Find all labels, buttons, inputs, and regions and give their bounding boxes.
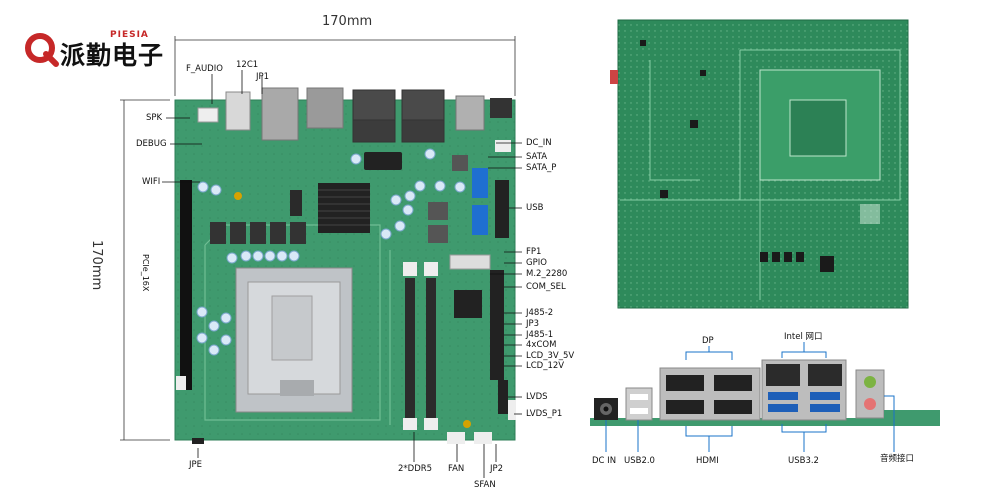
label-sata: SATA (526, 152, 548, 162)
label-j485-2: J485-2 (526, 308, 554, 318)
board-back (610, 19, 909, 309)
label-fp1: FP1 (526, 247, 542, 257)
label-f-audio: F_AUDIO (186, 64, 223, 74)
io-label-usb3: USB3.2 (788, 456, 819, 466)
board-front (174, 87, 516, 444)
label-j485-1: J485-1 (526, 330, 554, 340)
label-sata-p: SATA_P (526, 163, 557, 173)
label-pcie: PCIe_16X (141, 254, 150, 292)
io-label-audio: 音频接口 (880, 454, 915, 464)
label-4xcom: 4xCOM (526, 340, 557, 350)
label-debug: DEBUG (136, 139, 167, 149)
brand-name-cn: 派勤电子 (60, 41, 165, 70)
label-wifi: WIFI (142, 177, 161, 187)
io-label-lan: Intel 网口 (784, 332, 823, 342)
io-leader-lines (605, 342, 895, 452)
io-label-dcin: DC IN (592, 456, 617, 466)
io-side-view (590, 359, 940, 426)
io-label-usb2: USB2.0 (624, 456, 655, 466)
label-12c1: 12C1 (236, 60, 259, 70)
label-dc-in: DC_IN (526, 138, 552, 148)
label-spk: SPK (146, 113, 163, 123)
dimension-lines (120, 36, 516, 441)
logo-mark-icon (25, 33, 59, 67)
io-label-hdmi: HDMI (696, 456, 719, 466)
label-lcd-12v: LCD_12V (526, 361, 565, 371)
io-label-dp: DP (702, 336, 714, 346)
label-lvds-p1: LVDS_P1 (526, 409, 563, 419)
front-leader-lines (162, 70, 522, 478)
height-dimension-label: 170mm (89, 240, 104, 291)
label-lvds: LVDS (526, 392, 548, 402)
label-lcd-3v5v: LCD_3V_5V (526, 351, 575, 361)
label-jpe: JPE (189, 460, 203, 470)
label-jp3: JP3 (526, 319, 540, 329)
label-sfan: SFAN (474, 480, 496, 490)
label-m2: M.2_2280 (526, 269, 568, 279)
brand-name-en: PIESIA (110, 30, 149, 40)
width-dimension-label: 170mm (322, 14, 373, 29)
label-gpio: GPIO (526, 258, 547, 268)
label-jp2: JP2 (490, 464, 504, 474)
label-com-sel: COM_SEL (526, 282, 566, 292)
label-jp1: JP1 (256, 72, 270, 82)
label-usb: USB (526, 203, 544, 213)
label-ddr5: 2*DDR5 (398, 464, 433, 474)
label-fan: FAN (448, 464, 465, 474)
